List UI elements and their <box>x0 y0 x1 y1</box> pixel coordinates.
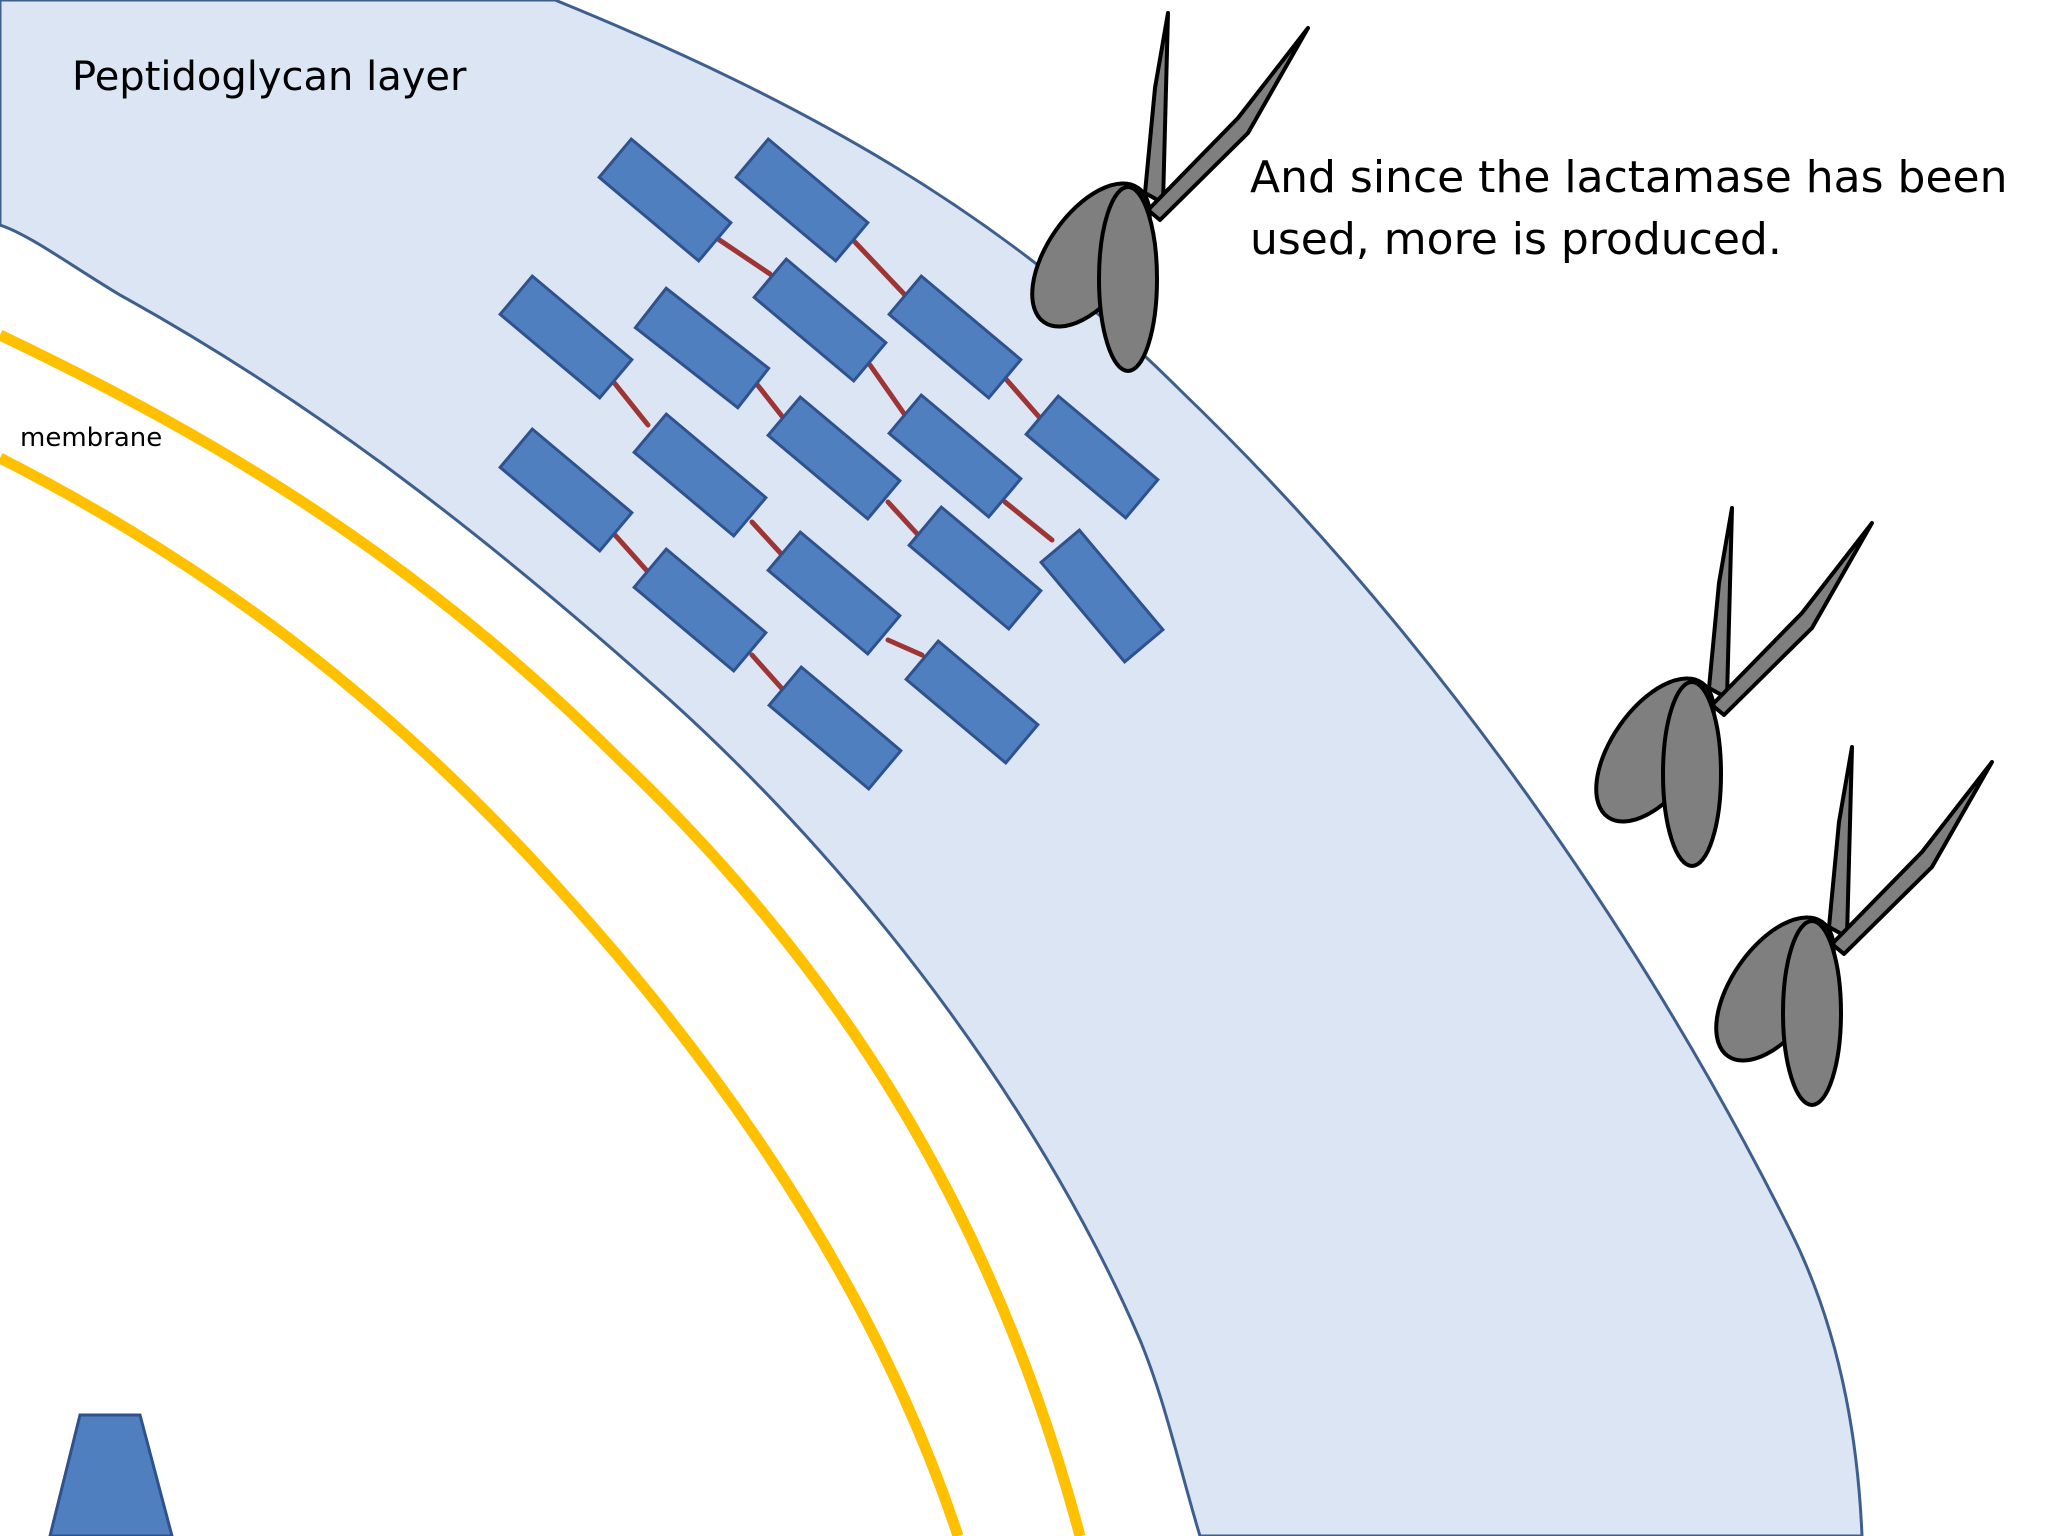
subunit-block <box>904 638 1040 766</box>
subunit-block <box>887 392 1023 520</box>
crosslink <box>885 637 925 658</box>
crosslink <box>749 652 788 695</box>
crosslink <box>885 499 923 540</box>
crosslink <box>1002 499 1055 543</box>
membrane-inner-line <box>0 453 964 1536</box>
subunit-block <box>907 504 1043 632</box>
subunit-block <box>498 426 634 554</box>
subunit-block <box>767 664 903 792</box>
subunit-block <box>734 136 870 264</box>
subunit-block <box>632 411 768 539</box>
crosslink <box>749 519 788 561</box>
subunit-block <box>498 273 634 401</box>
peptidoglycan-layer <box>0 0 1864 1536</box>
membrane-outer-line <box>0 330 1086 1536</box>
peptidoglycan-layer-label: Peptidoglycan layer <box>72 54 467 100</box>
crosslink <box>612 532 651 575</box>
crosslink <box>749 375 788 423</box>
crosslink <box>867 362 908 418</box>
crosslinks <box>609 236 1055 695</box>
crosslink <box>609 377 651 428</box>
crosslink <box>715 236 773 277</box>
subunit-block <box>632 546 768 674</box>
subunit-block <box>1024 393 1160 521</box>
subunit-block <box>597 136 733 264</box>
scissors-icon <box>1690 745 1994 1107</box>
subunit-block <box>752 256 888 384</box>
scissors-icon <box>1570 506 1874 868</box>
membrane-label: membrane <box>20 423 162 453</box>
crosslink <box>850 237 908 298</box>
subunit-grid <box>498 136 1166 792</box>
crosslink <box>1002 375 1043 421</box>
caption-line-2: used, more is produced. <box>1250 214 1782 265</box>
subunit-block <box>766 394 902 522</box>
subunit-block <box>887 273 1023 401</box>
caption-line-1: And since the lactamase has been <box>1250 152 2008 203</box>
subunit-block <box>633 286 771 410</box>
subunit-block <box>766 529 902 657</box>
subunit-block <box>1038 528 1166 664</box>
protein-trapezoid <box>48 1413 174 1536</box>
